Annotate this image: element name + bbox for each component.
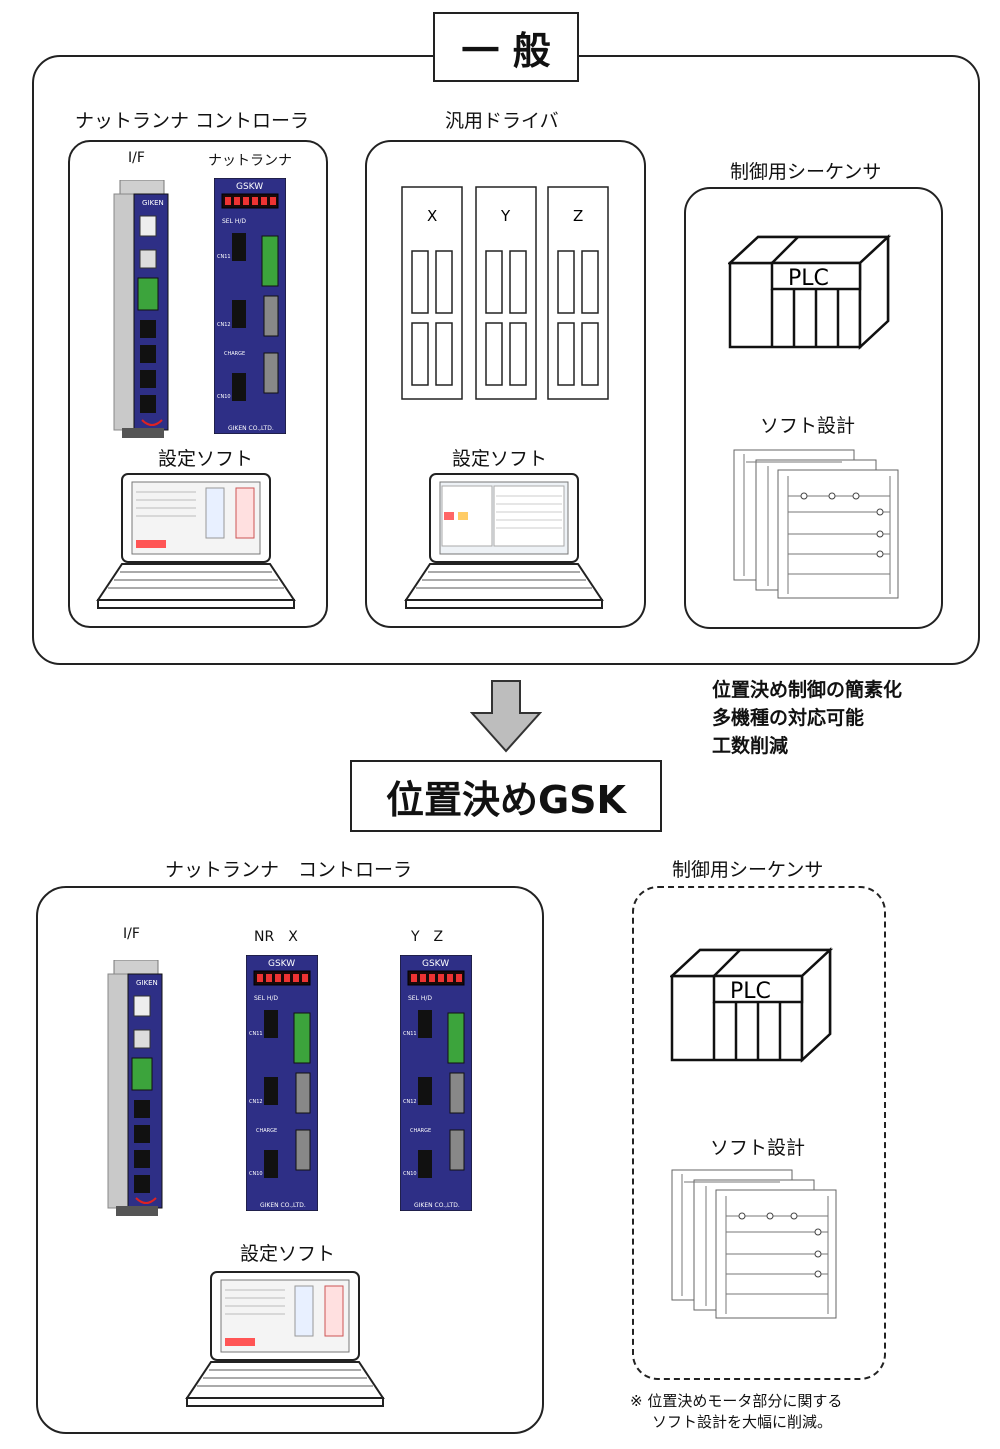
nutrunner-unit-model: GSKW — [236, 182, 263, 192]
gsk-y-z-cn12: CN12 — [403, 1099, 417, 1105]
driver-box — [365, 140, 646, 628]
laptop-icon — [404, 473, 604, 609]
nutrunner-controller-heading: ナットランナ コントローラ — [75, 110, 310, 132]
nutrunner-unit-image: GSKW SEL H/D CN11 CN12 CHARGE CN10 GIKEN… — [214, 178, 286, 434]
driver-units-diagram: X Y Z — [401, 186, 609, 400]
gsk-title: 位置決めGSK — [350, 760, 662, 832]
gsk-nr-x-unit-image: GSKW SEL H/D CN11 CN12 CHARGE CN10 GIKEN… — [246, 955, 318, 1211]
nutrunner-unit-sel: SEL H/D — [222, 218, 246, 225]
gsk-plc-label: PLC — [730, 979, 771, 1004]
nutrunner-unit-cn11: CN11 — [217, 254, 231, 260]
gsk-y-z-sel: SEL H/D — [408, 995, 432, 1002]
down-arrow-icon — [470, 680, 542, 753]
general-title: 一 般 — [433, 12, 579, 82]
sequencer-heading: 制御用シーケンサ — [730, 161, 882, 183]
gsk-nutrunner-heading: ナットランナ コントローラ — [165, 859, 413, 881]
footnote-line-2: ソフト設計を大幅に削減。 — [652, 1413, 833, 1431]
driver-axis-y: Y — [500, 207, 511, 225]
gsk-nr-x-cn11: CN11 — [249, 1031, 263, 1037]
nutrunner-unit-charge: CHARGE — [224, 351, 245, 357]
gsk-y-z-model: GSKW — [422, 959, 449, 969]
laptop-icon — [185, 1271, 385, 1407]
gsk-y-z-cn10: CN10 — [403, 1171, 417, 1177]
gsk-y-z-maker: GIKEN CO.,LTD. — [414, 1202, 460, 1209]
gsk-if-unit-maker: GIKEN — [136, 979, 158, 987]
nutrunner-unit-cn10: CN10 — [217, 394, 231, 400]
gsk-sequencer-box — [632, 886, 886, 1380]
gsk-pair1-label: NR X — [254, 929, 298, 945]
gsk-pair2-label: Y Z — [411, 929, 444, 945]
plc-icon: PLC — [728, 234, 892, 350]
ladder-diagram-icon — [671, 1169, 837, 1319]
gsk-if-unit-image: GIKEN — [107, 960, 163, 1216]
gsk-nutrunner-box — [36, 886, 544, 1434]
gsk-y-z-cn11: CN11 — [403, 1031, 417, 1037]
gsk-nr-x-charge: CHARGE — [256, 1128, 277, 1134]
benefit-2: 多機種の対応可能 — [712, 707, 865, 729]
nutrunner-controller-box — [68, 140, 328, 628]
driver-axis-x: X — [427, 207, 437, 225]
sequencer-box — [684, 187, 943, 629]
footnote-line-1: ※ 位置決めモータ部分に関する — [630, 1392, 843, 1410]
gsk-y-z-charge: CHARGE — [410, 1128, 431, 1134]
gsk-software-label: 設定ソフト — [240, 1243, 336, 1265]
benefit-1: 位置決め制御の簡素化 — [712, 679, 903, 701]
nutrunner-software-label: 設定ソフト — [158, 448, 254, 470]
gsk-nr-x-model: GSKW — [268, 959, 295, 969]
laptop-icon — [96, 473, 296, 609]
gsk-nr-x-maker: GIKEN CO.,LTD. — [260, 1202, 306, 1209]
driver-heading: 汎用ドライバ — [445, 110, 559, 132]
gsk-if-label: I/F — [123, 926, 140, 942]
if-unit-maker: GIKEN — [142, 199, 164, 207]
gsk-sequencer-software-label: ソフト設計 — [710, 1137, 806, 1159]
nutrunner-label: ナットランナ — [208, 153, 292, 169]
plc-label: PLC — [788, 266, 829, 291]
gsk-y-z-unit-image: GSKW SEL H/D CN11 CN12 CHARGE CN10 GIKEN… — [400, 955, 472, 1211]
nutrunner-unit-maker: GIKEN CO.,LTD. — [228, 425, 274, 432]
sequencer-software-label: ソフト設計 — [760, 415, 856, 437]
plc-icon: PLC — [670, 947, 834, 1063]
gsk-nr-x-cn12: CN12 — [249, 1099, 263, 1105]
if-label: I/F — [128, 150, 145, 166]
driver-software-label: 設定ソフト — [452, 448, 548, 470]
benefit-3: 工数削減 — [712, 735, 789, 757]
gsk-nr-x-sel: SEL H/D — [254, 995, 278, 1002]
driver-axis-z: Z — [573, 207, 583, 225]
ladder-diagram-icon — [733, 449, 899, 599]
nutrunner-unit-cn12: CN12 — [217, 322, 231, 328]
gsk-sequencer-heading: 制御用シーケンサ — [672, 859, 824, 881]
gsk-nr-x-cn10: CN10 — [249, 1171, 263, 1177]
if-unit-image: GIKEN — [113, 180, 169, 438]
